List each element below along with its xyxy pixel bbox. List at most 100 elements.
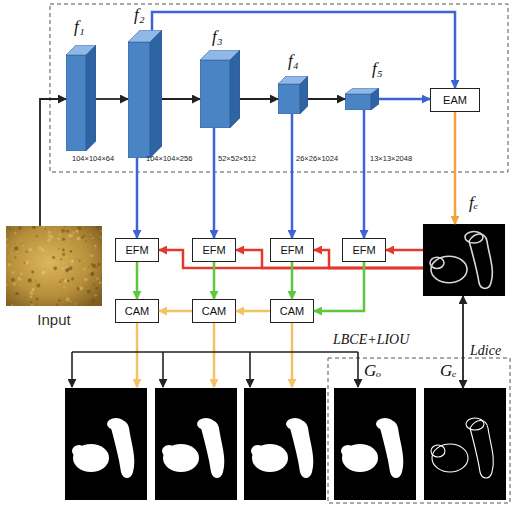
sand-speck: [100, 230, 102, 232]
sand-speck: [81, 237, 83, 239]
sand-speck: [67, 279, 70, 282]
sand-speck: [39, 247, 42, 250]
image-panel: Gₒ: [334, 388, 416, 500]
feature-block: f₅13×13×2048: [345, 88, 379, 110]
sand-speck: [31, 271, 34, 274]
connector-arrow: [40, 99, 66, 226]
sand-speck: [35, 281, 36, 282]
sand-speck: [15, 234, 17, 236]
dimension-label: 104×104×64: [72, 155, 114, 163]
sand-speck: [52, 256, 56, 260]
image-panel: Input: [6, 226, 102, 306]
sand-speck: [76, 258, 77, 259]
block-side: [371, 88, 379, 110]
sand-speck: [15, 243, 16, 244]
sand-speck: [57, 237, 60, 240]
sand-speck: [44, 228, 46, 230]
feature-label: f₅: [372, 60, 383, 77]
sand-speck: [25, 251, 27, 253]
feature-block: f₃52×52×512: [200, 50, 240, 128]
sand-speck: [94, 294, 97, 297]
block-side: [230, 50, 240, 128]
sand-speck: [95, 248, 96, 249]
sand-speck: [8, 263, 11, 266]
module-box: EFM: [115, 238, 159, 262]
supervision-arrow: [357, 352, 359, 387]
sand-speck: [97, 263, 101, 267]
sand-speck: [31, 288, 35, 292]
sand-speck: [101, 285, 102, 287]
feature-block: f₄26×26×1024: [278, 76, 308, 114]
prediction-image: [155, 388, 237, 500]
sand-speck: [28, 247, 32, 251]
supervision-line: [72, 351, 358, 353]
module-box: EFM: [270, 238, 314, 262]
sand-speck: [74, 303, 76, 305]
connector-arrow: [96, 98, 128, 100]
sand-speck: [25, 297, 26, 298]
sand-speck: [58, 248, 59, 249]
block-front: [278, 84, 300, 114]
sand-speck: [65, 269, 69, 273]
sand-speck: [48, 235, 51, 238]
sand-speck: [71, 277, 74, 280]
sand-speck: [6, 259, 7, 260]
block-front: [66, 55, 86, 151]
output-arrow: [213, 323, 216, 387]
sand-speck: [87, 290, 91, 294]
sand-speck: [79, 260, 81, 262]
loss-label: Ldice: [470, 344, 501, 358]
sand-speck: [43, 226, 45, 228]
sand-speck: [28, 278, 32, 282]
block-shape: [128, 30, 162, 158]
sand-speck: [101, 278, 102, 279]
sand-speck: [48, 231, 52, 235]
object-shape: [431, 418, 493, 478]
sand-speck: [22, 245, 24, 247]
feature-label: fₑ: [469, 194, 478, 211]
module-label: EAM: [443, 94, 467, 106]
block-shape: [200, 50, 240, 128]
object-shape: [341, 418, 403, 478]
connector-arrow: [454, 112, 457, 224]
dimension-label: 104×104×256: [146, 155, 192, 163]
sand-speck: [8, 229, 10, 231]
connector-arrow: [314, 262, 364, 311]
feature-label: f₄: [288, 52, 299, 69]
feature-label: f₃: [212, 28, 223, 45]
connector-arrow: [213, 128, 216, 238]
sand-speck: [14, 256, 16, 258]
feature-block: f₂104×104×256: [128, 30, 162, 158]
ground-truth-frame: [328, 358, 510, 503]
module-box: CAM: [115, 299, 159, 323]
sand-speck: [60, 258, 62, 260]
connector-arrow: [291, 114, 294, 238]
image-background: [423, 224, 505, 296]
sand-texture: [6, 226, 102, 306]
sand-speck: [59, 281, 61, 283]
output-arrow: [291, 323, 294, 387]
connector-arrow: [136, 158, 139, 238]
sand-speck: [14, 246, 18, 250]
sand-speck: [72, 231, 75, 234]
sand-speck: [13, 282, 16, 285]
sand-speck: [64, 226, 66, 227]
sand-speck: [79, 271, 81, 273]
sand-speck: [30, 301, 32, 303]
supervision-arrow: [249, 352, 251, 387]
block-shape: [278, 76, 308, 114]
module-box: EAM: [430, 88, 480, 112]
prediction-image: [65, 388, 147, 500]
sand-speck: [21, 243, 22, 244]
sand-speck: [12, 271, 15, 274]
image-background: [334, 388, 416, 500]
connector-arrow: [386, 249, 423, 252]
object-shape: [341, 418, 403, 478]
sand-speck: [91, 298, 95, 302]
connector-arrow: [236, 250, 423, 268]
sand-speck: [76, 287, 79, 290]
dimension-label: 13×13×2048: [370, 155, 412, 163]
image-art: [423, 224, 505, 296]
block-side: [150, 30, 162, 158]
sand-speck: [20, 272, 23, 275]
